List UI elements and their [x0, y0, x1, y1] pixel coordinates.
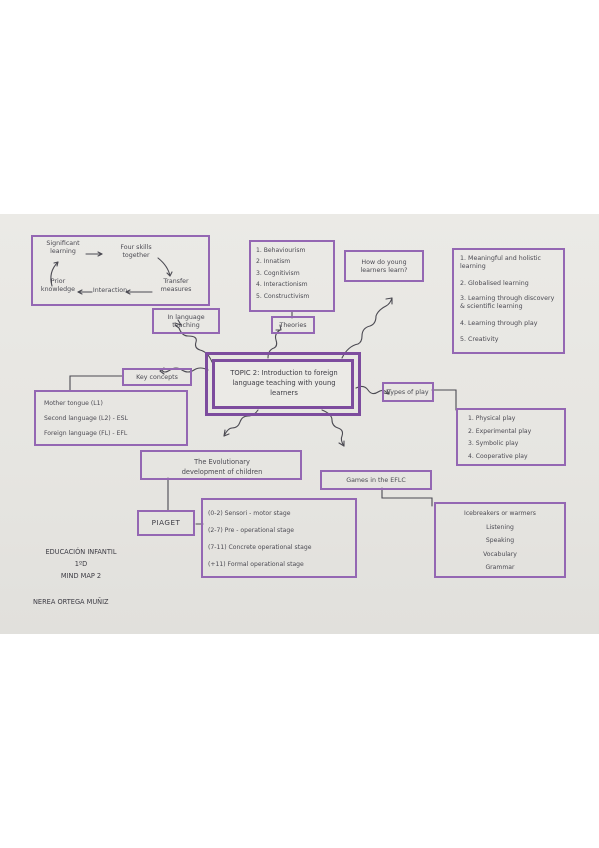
- game-item: Vocabulary: [483, 550, 517, 558]
- how-learn-item: 2. Globalised learning: [460, 280, 529, 287]
- footer-author: NEREA ORTEGA MUÑIZ: [33, 598, 109, 606]
- how-learn-item: 5. Creativity: [460, 336, 499, 343]
- how-learn-item: 3. Learning through discovery & scientif…: [460, 295, 555, 310]
- how-learn-item: 1. Meaningful and holistic learning: [460, 255, 542, 270]
- key-concept-item: Mother tongue (L1): [44, 400, 103, 407]
- types-of-play-label: Types of play: [382, 382, 434, 402]
- flow-four-skills: Four skills together: [120, 244, 152, 259]
- central-topic-outer: [205, 352, 361, 416]
- footer-title: MIND MAP 2: [60, 572, 102, 580]
- language-teaching-flow-box: [31, 235, 210, 306]
- flow-prior-knowledge: Prior knowledge: [40, 278, 76, 293]
- key-concept-item: Foreign language (FL) - EFL: [44, 430, 128, 437]
- piaget-stage-item: (+11) Formal operational stage: [208, 561, 304, 568]
- theory-item: 4. Interactionism: [256, 281, 308, 289]
- piaget-stages-box: (0-2) Sensori - motor stage (2-7) Pre - …: [201, 498, 357, 578]
- piaget-box: PIAGET: [137, 510, 195, 536]
- play-type-item: 4. Cooperative play: [468, 452, 528, 460]
- theories-label: Theories: [271, 316, 315, 334]
- key-concepts-label: Key concepts: [122, 368, 192, 386]
- footer-group: 1ºD: [74, 560, 88, 568]
- theories-list-box: 1. Behaviourism 2. Innatism 3. Cognitivi…: [249, 240, 335, 312]
- footer-course: EDUCACIÓN INFANTIL: [45, 548, 117, 556]
- flow-interaction: Interaction: [92, 287, 128, 294]
- theory-item: 5. Constructivism: [256, 292, 310, 300]
- game-item: Speaking: [485, 537, 515, 544]
- theory-item: 1. Behaviourism: [256, 247, 306, 254]
- piaget-stage-item: (7-11) Concrete operational stage: [208, 544, 312, 551]
- key-concepts-list: Mother tongue (L1) Second language (L2) …: [44, 396, 128, 441]
- flow-transfer-measures: Transfer measures: [160, 278, 192, 293]
- key-concept-item: Second language (L2) - ESL: [44, 415, 128, 422]
- piaget-stages-list: (0-2) Sensori - motor stage (2-7) Pre - …: [208, 505, 311, 573]
- types-of-play-list-box: 1. Physical play 2. Experimental play 3.…: [456, 408, 566, 466]
- how-learn-item: 4. Learning through play: [460, 320, 538, 327]
- piaget-stage-item: (2-7) Pre - operational stage: [208, 527, 294, 534]
- central-topic-box: TOPIC 2: Introduction to foreign languag…: [212, 359, 354, 409]
- piaget-stage-item: (0-2) Sensori - motor stage: [208, 510, 291, 517]
- play-type-item: 3. Symbolic play: [468, 440, 519, 447]
- connector-lines: [50, 251, 457, 525]
- play-type-item: 2. Experimental play: [468, 427, 532, 435]
- mind-map-paper: Significant learning Four skills togethe…: [0, 214, 599, 634]
- games-list: Icebreakers or warmers Listening Speakin…: [436, 507, 564, 575]
- in-language-teaching-label: In language teaching: [152, 308, 220, 334]
- game-item: Listening: [486, 523, 514, 531]
- theory-item: 3. Cognitivism: [256, 269, 300, 277]
- theories-list: 1. Behaviourism 2. Innatism 3. Cognitivi…: [256, 245, 309, 302]
- play-type-item: 1. Physical play: [468, 415, 516, 422]
- central-topic-text: TOPIC 2: Introduction to foreign languag…: [230, 369, 338, 397]
- how-learn-list-box: 1. Meaningful and holistic learning 2. G…: [452, 248, 565, 354]
- key-concepts-list-box: Mother tongue (L1) Second language (L2) …: [34, 390, 188, 446]
- evolutionary-development-label: The Evolutionary development of children: [140, 450, 302, 480]
- game-item: Icebreakers or warmers: [464, 510, 536, 517]
- games-label: Games in the EFLC: [320, 470, 432, 490]
- games-list-box: Icebreakers or warmers Listening Speakin…: [434, 502, 566, 578]
- how-learn-question-box: How do young learners learn?: [344, 250, 424, 282]
- types-of-play-list: 1. Physical play 2. Experimental play 3.…: [468, 413, 531, 463]
- game-item: Grammar: [485, 564, 515, 571]
- flow-significant-learning: Significant learning: [46, 240, 80, 255]
- theory-item: 2. Innatism: [256, 258, 291, 266]
